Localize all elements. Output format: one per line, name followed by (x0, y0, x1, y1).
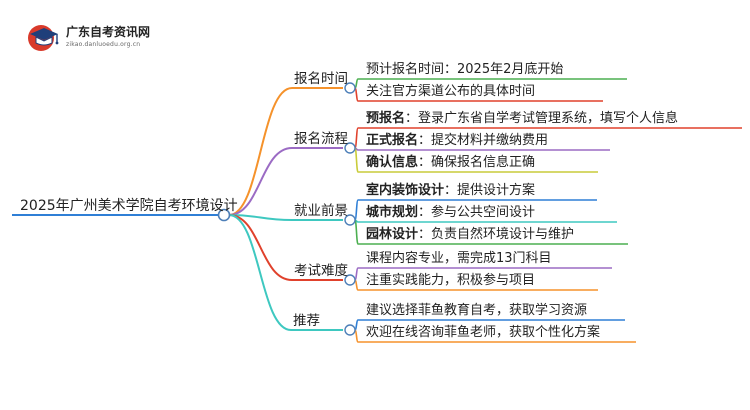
branch-label-3-text: 就业前景 (294, 203, 348, 219)
branch-node-circle-2 (344, 142, 356, 154)
leaf-label-2-1-text: ：登录广东省自学考试管理系统，填写个人信息 (405, 111, 679, 126)
edge-root-to-branch-2 (228, 147, 293, 216)
leaf-label-1-2: 关注官方渠道公布的具体时间 (366, 84, 535, 100)
branch-label-5-text: 推荐 (293, 313, 320, 329)
edge-root-to-branch-4 (228, 214, 293, 281)
leaf-label-2-2: 正式报名：提交材料并缴纳费用 (366, 133, 548, 149)
branch-label-1-text: 报名时间 (294, 71, 348, 87)
leaf-label-1-1: 预计报名时间：2025年2月底开始 (366, 62, 563, 78)
edge-branch-1-leaf-2 (354, 87, 359, 102)
leaf-label-2-1: 预报名：登录广东省自学考试管理系统，填写个人信息 (366, 111, 678, 127)
edge-branch-3-leaf-1 (354, 199, 359, 221)
leaf-label-2-1-bold: 预报名 (366, 111, 406, 126)
branch-label-4: 考试难度 (294, 263, 348, 279)
leaf-label-3-1: 室内装饰设计：提供设计方案 (366, 183, 535, 199)
logo-subtitle: zikao.danluoedu.org.cn (66, 41, 141, 48)
edge-branch-3-leaf-3 (354, 219, 359, 245)
branch-label-3: 就业前景 (294, 203, 348, 219)
leaf-label-3-3: 园林设计：负责自然环境设计与维护 (366, 227, 574, 243)
branch-node-circle-3 (344, 214, 356, 226)
branch-node-circle-1 (344, 82, 356, 94)
edge-root-to-branch-5 (228, 214, 292, 331)
leaf-label-5-2-text: 欢迎在线咨询菲鱼老师，获取个性化方案 (366, 325, 601, 340)
leaf-label-1-1-text: 预计报名时间：2025年2月底开始 (366, 62, 564, 77)
leaf-label-3-2-bold: 城市规划 (366, 205, 419, 220)
branch-label-2: 报名流程 (294, 131, 348, 147)
leaf-label-2-3-bold: 确认信息 (366, 155, 419, 170)
root-node-label-text: 2025年广州美术学院自考环境设计 (20, 198, 238, 214)
branch-node-circle-5 (344, 324, 356, 336)
leaf-label-2-2-text: ：提交材料并缴纳费用 (418, 133, 549, 148)
leaf-label-2-3: 确认信息：确保报名信息正确 (366, 155, 535, 171)
branch-node-circle-4 (344, 274, 356, 286)
branch-label-2-text: 报名流程 (294, 131, 348, 147)
leaf-label-3-2: 城市规划：参与公共空间设计 (366, 205, 535, 221)
leaf-label-5-1-text: 建议选择菲鱼教育自考，获取学习资源 (366, 303, 588, 318)
root-node-circle (217, 208, 231, 222)
edge-root-to-branch-3 (228, 214, 293, 221)
leaf-label-5-1: 建议选择菲鱼教育自考，获取学习资源 (366, 303, 587, 319)
edge-branch-5-leaf-2 (354, 329, 359, 343)
site-logo: 广东自考资讯网 zikao.danluoedu.org.cn (26, 20, 236, 54)
leaf-label-5-2: 欢迎在线咨询菲鱼老师，获取个性化方案 (366, 325, 600, 341)
leaf-label-3-2-text: ：参与公共空间设计 (418, 205, 536, 220)
leaf-label-4-2-text: 注重实践能力，积极参与项目 (366, 273, 536, 288)
leaf-label-2-2-bold: 正式报名 (366, 133, 419, 148)
logo-title: 广东自考资讯网 (66, 25, 151, 39)
edge-branch-2-leaf-1 (354, 127, 359, 149)
graduation-cap-icon (28, 25, 59, 51)
leaf-label-3-1-text: ：提供设计方案 (444, 183, 536, 198)
edge-branch-2-leaf-3 (354, 147, 359, 173)
leaf-label-3-1-bold: 室内装饰设计 (366, 183, 445, 198)
mindmap-nodes (217, 82, 356, 336)
edge-branch-4-leaf-1 (354, 267, 359, 281)
leaf-label-3-3-bold: 园林设计 (366, 227, 419, 242)
leaf-label-1-2-text: 关注官方渠道公布的具体时间 (366, 84, 536, 99)
edge-root-to-branch-1 (228, 87, 293, 216)
leaf-label-4-2: 注重实践能力，积极参与项目 (366, 273, 535, 289)
leaf-label-3-3-text: ：负责自然环境设计与维护 (418, 227, 575, 242)
branch-label-5: 推荐 (293, 313, 320, 329)
leaf-label-4-1: 课程内容专业，需完成13门科目 (366, 251, 552, 267)
branch-label-1: 报名时间 (294, 71, 348, 87)
leaf-label-4-1-text: 课程内容专业，需完成13门科目 (366, 251, 552, 266)
root-node-label: 2025年广州美术学院自考环境设计 (20, 198, 238, 214)
mindmap-edges (12, 78, 742, 343)
branch-label-4-text: 考试难度 (294, 263, 348, 279)
leaf-label-2-3-text: ：确保报名信息正确 (418, 155, 536, 170)
